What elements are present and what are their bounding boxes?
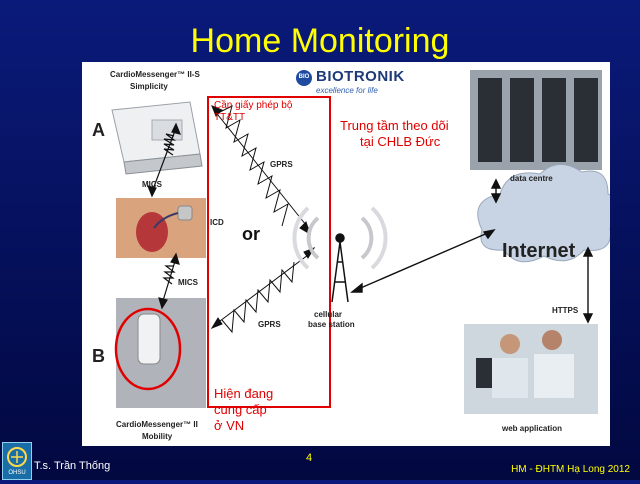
- label-a: A: [92, 120, 105, 140]
- biotronik-logo-icon: [296, 70, 312, 86]
- mics-label-top: MICS: [142, 180, 162, 189]
- device-top-name: CardioMessenger™ II-S: [110, 70, 200, 79]
- ohsu-logo-icon: OHSU: [2, 442, 32, 480]
- mics-label-bottom: MICS: [178, 278, 198, 287]
- cardiomessenger-mobility-device: [114, 298, 206, 408]
- patient-chest-image: [116, 198, 206, 258]
- mics-link-bottom: [158, 252, 180, 310]
- license-highlight-box: [207, 96, 331, 408]
- footer-event: HM - ĐHTM Hạ Long 2012: [511, 464, 630, 475]
- vn-note-line3: ở VN: [214, 418, 245, 433]
- gprs-label-top: GPRS: [270, 160, 293, 169]
- diagram-graphics: [111, 70, 610, 414]
- slide-title: Home Monitoring: [190, 22, 450, 60]
- or-label: or: [242, 224, 260, 244]
- data-centre-label: data centre: [510, 174, 553, 183]
- web-application-image: [464, 324, 598, 414]
- germany-note-line1: Trung tầm theo dõi: [340, 118, 449, 133]
- internet-cloud: [477, 164, 610, 263]
- internet-to-webapp-link: [582, 246, 594, 324]
- device-bottom-sub: Mobility: [142, 432, 173, 441]
- https-label: HTTPS: [552, 306, 579, 315]
- germany-note-line2: tại CHLB Đức: [360, 134, 441, 149]
- internet-label: Internet: [502, 240, 576, 262]
- base-to-internet-link: [350, 228, 496, 293]
- vn-note-line2: cung cấp: [214, 402, 267, 417]
- diagram-panel: BIO BIOTRONIK excellence for life Cardio…: [82, 62, 610, 446]
- base-station-label-1: cellular: [314, 310, 343, 319]
- vn-note-line1: Hiện đang: [214, 386, 274, 401]
- brand-tagline: excellence for life: [316, 86, 378, 95]
- gprs-link-top: [211, 105, 311, 236]
- label-b: B: [92, 346, 105, 366]
- cardiomessenger-simplicity-device: [111, 101, 203, 175]
- device-top-sub: Simplicity: [130, 82, 168, 91]
- icd-label: ICD: [210, 218, 224, 227]
- ohsu-logo-text: OHSU: [8, 470, 26, 476]
- device-bottom-name: CardioMessenger™ II: [116, 420, 198, 429]
- gprs-label-bottom: GPRS: [258, 320, 281, 329]
- footer-author: T.s. Trần Thống: [34, 460, 111, 472]
- mics-link-top: [147, 122, 181, 198]
- page-number: 4: [306, 452, 313, 464]
- brand-name: BIOTRONIK: [316, 68, 405, 85]
- license-note-line1: Cần giấy phép bộ: [214, 100, 293, 111]
- biotronik-logo-text: BIO: [298, 74, 310, 80]
- datacentre-to-internet-link: [490, 178, 502, 204]
- license-note-line2: TT&TT: [214, 112, 246, 123]
- web-application-label: web application: [502, 424, 563, 433]
- base-station-tower: [292, 206, 388, 303]
- base-station-label-2: base station: [308, 320, 355, 329]
- data-centre-image: [470, 70, 602, 170]
